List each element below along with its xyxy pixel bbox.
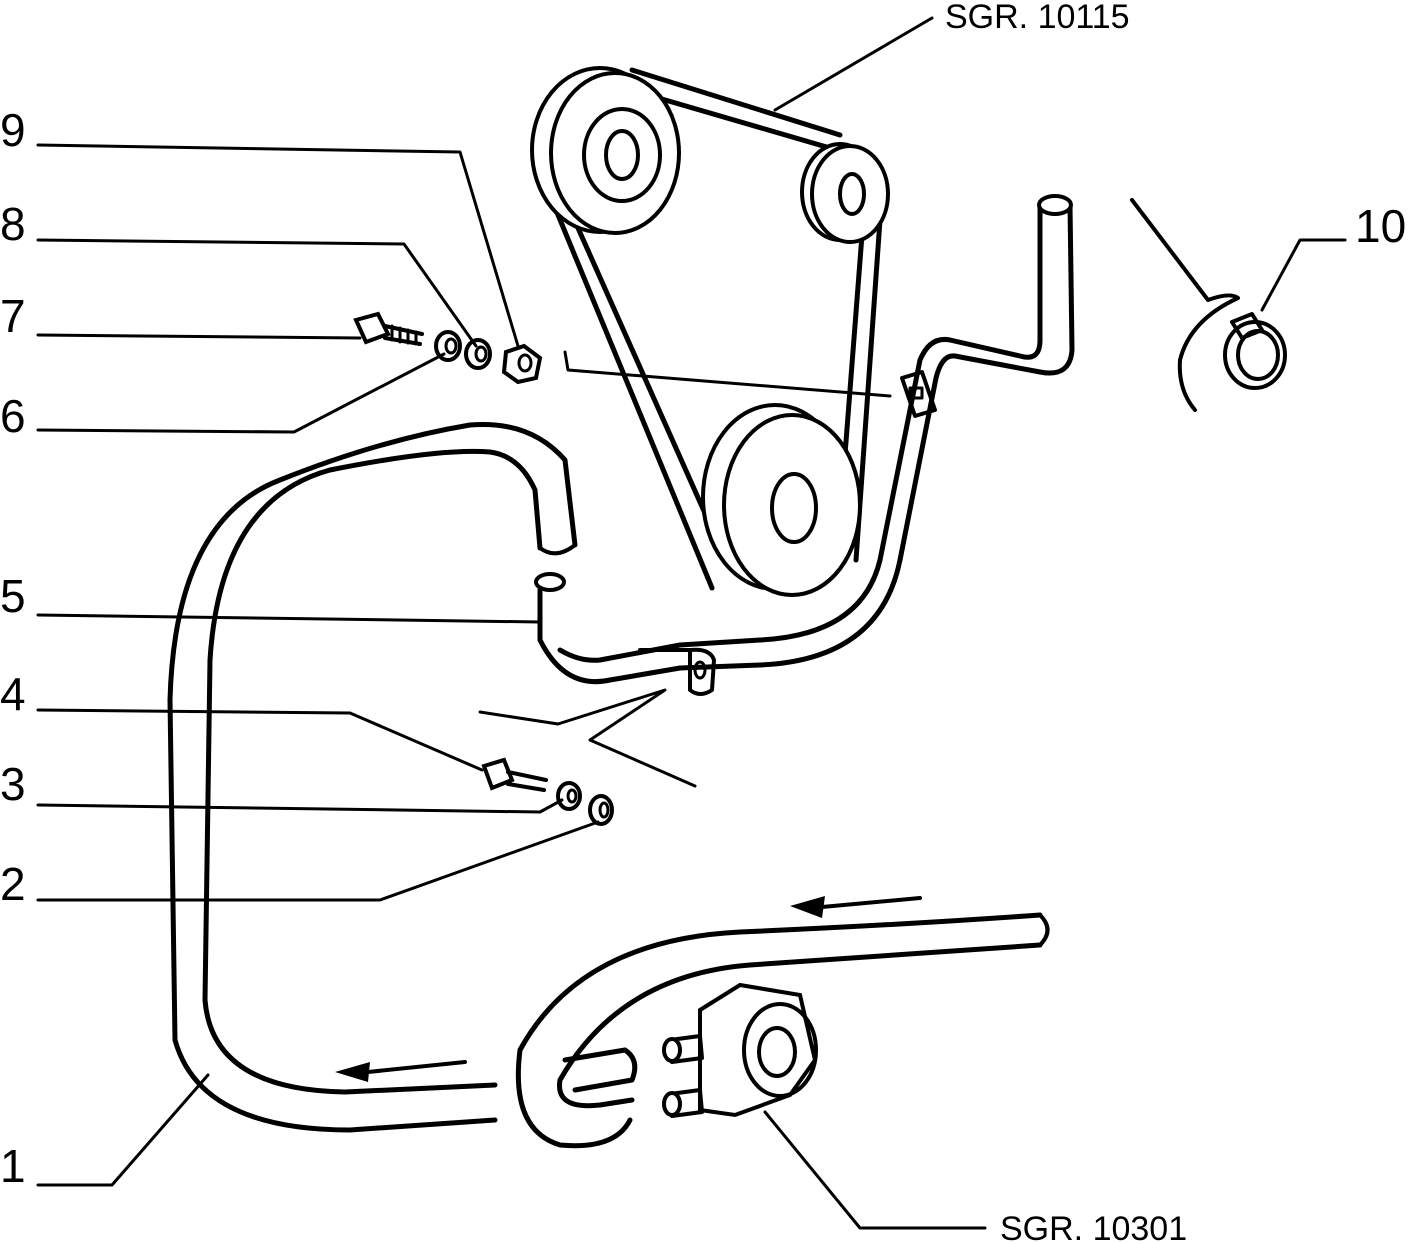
reference-bottom: SGR. 10301 xyxy=(1000,1210,1187,1243)
washer-6 xyxy=(434,330,462,362)
nut-9 xyxy=(501,343,543,385)
detail-bracket xyxy=(1130,198,1240,412)
bolt-7 xyxy=(353,311,424,346)
pointer-bracket xyxy=(478,688,697,788)
guide-tube xyxy=(534,194,1075,696)
callout-10: 10 xyxy=(1355,200,1406,252)
callout-8: 8 xyxy=(0,198,26,250)
callout-4: 4 xyxy=(0,668,26,720)
washer-2 xyxy=(588,794,614,826)
hose xyxy=(167,421,578,1133)
reference-top: SGR. 10115 xyxy=(945,0,1130,36)
callout-6: 6 xyxy=(0,390,26,442)
callout-9: 9 xyxy=(0,104,26,156)
flow-arrow-lower xyxy=(335,1062,370,1082)
oil-filter-adapter xyxy=(662,982,818,1118)
callout-7: 7 xyxy=(0,290,26,342)
lock-washer-3 xyxy=(556,781,582,811)
belt-drive-assembly xyxy=(530,66,890,597)
bolt-4 xyxy=(481,757,548,792)
callout-3: 3 xyxy=(0,758,26,810)
callout-5: 5 xyxy=(0,570,26,622)
hose-clamp-10 xyxy=(1223,312,1287,390)
pointer-clip xyxy=(563,350,892,398)
leader-lines xyxy=(36,16,1347,1230)
lock-washer-8 xyxy=(464,338,492,370)
flow-arrows xyxy=(335,896,922,1082)
callout-2: 2 xyxy=(0,858,26,910)
cooler-hose xyxy=(515,912,1050,1149)
callout-1: 1 xyxy=(0,1140,26,1192)
flow-arrow-upper xyxy=(790,896,825,918)
